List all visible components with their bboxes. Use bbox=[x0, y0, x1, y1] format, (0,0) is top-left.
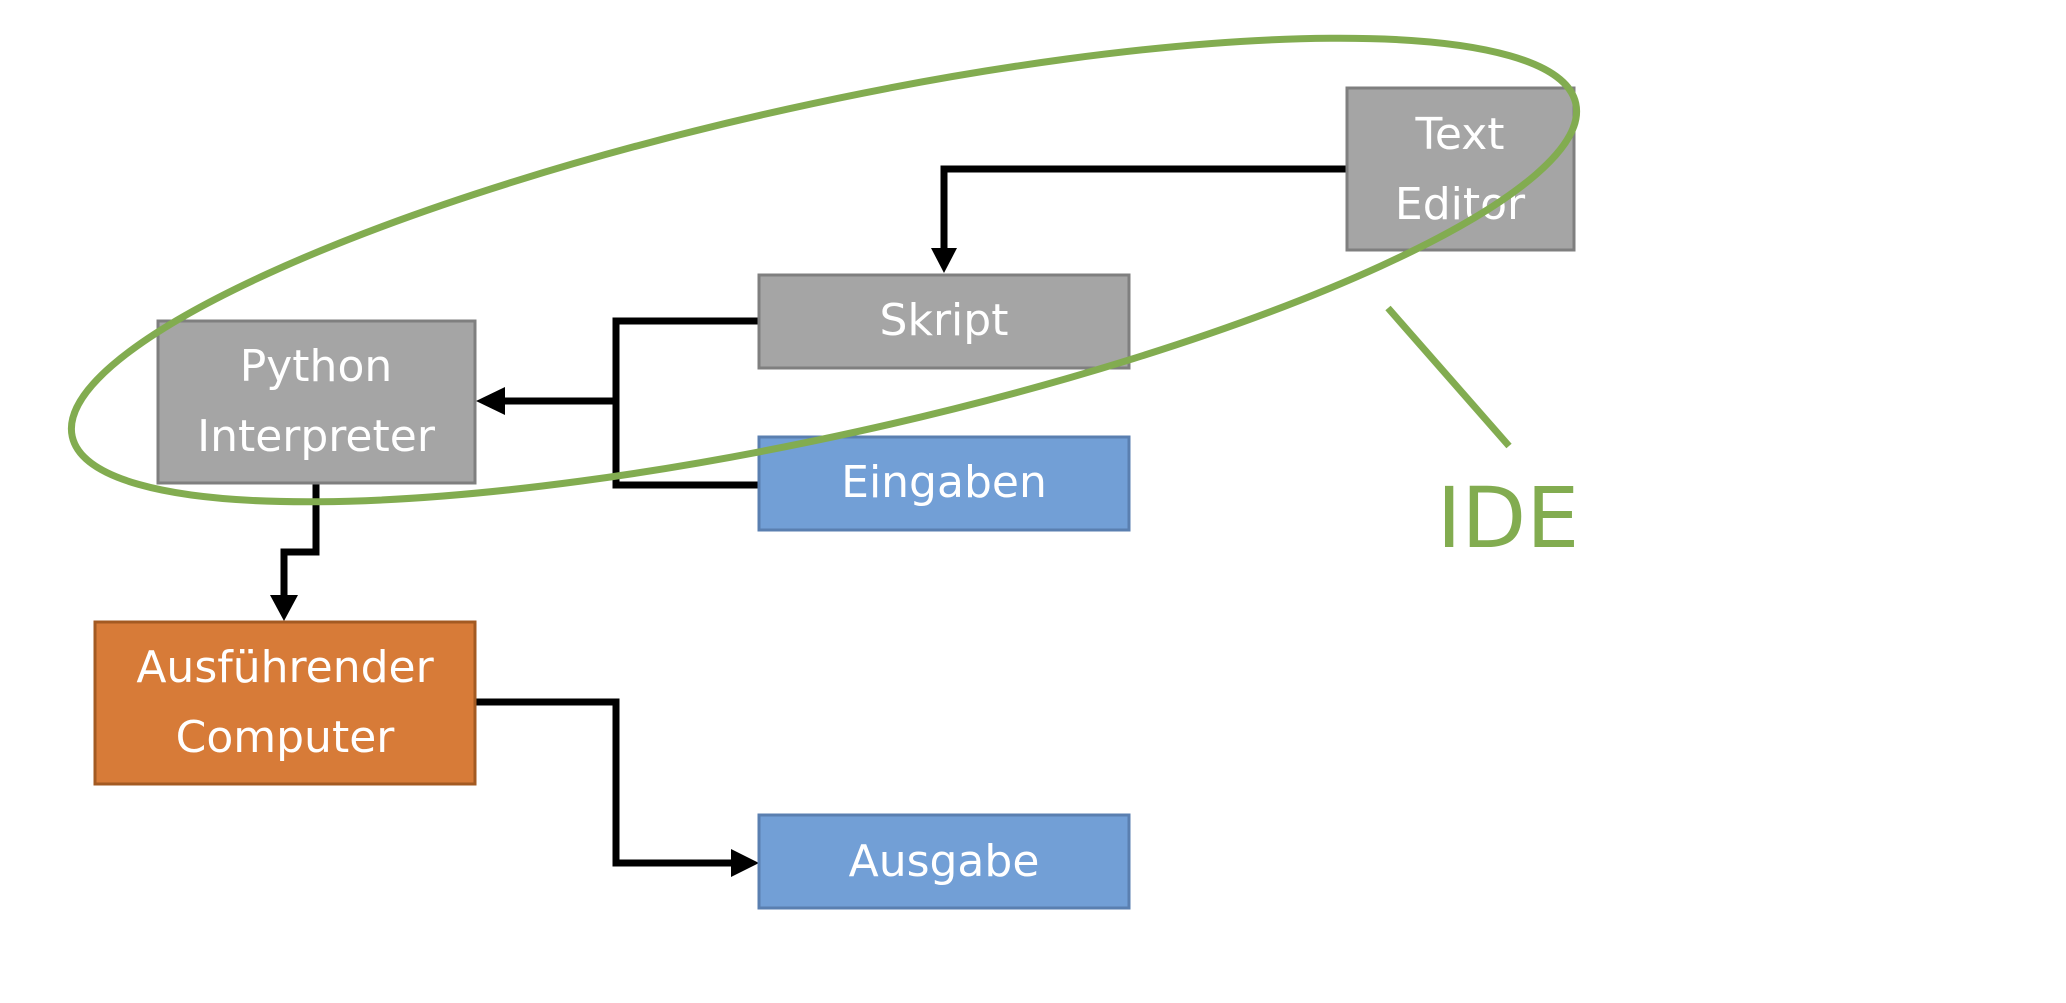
arrowhead-to-ausgabe bbox=[731, 849, 759, 877]
arrow-text-editor-to-skript bbox=[940, 165, 1347, 253]
arrow-computer-to-ausgabe bbox=[475, 698, 735, 867]
ide-ellipse bbox=[67, 34, 1581, 506]
eingaben-box bbox=[757, 435, 1131, 532]
skript-box bbox=[757, 273, 1131, 370]
arrow-python-interpreter-to-computer bbox=[280, 484, 320, 600]
eingaben-label: Eingaben bbox=[841, 457, 1047, 508]
node-text-editor[interactable]: Text Editor bbox=[1345, 86, 1576, 252]
python-interpreter-box bbox=[156, 319, 477, 485]
node-eingaben[interactable]: Eingaben bbox=[757, 435, 1131, 532]
text-editor-label-line2: Editor bbox=[1395, 179, 1526, 230]
ide-label: IDE bbox=[1437, 469, 1580, 567]
python-interpreter-label-line1: Python bbox=[240, 341, 393, 392]
arrowhead-to-python-interpreter bbox=[476, 387, 505, 415]
ausfuehrender-computer-label-line1: Ausführender bbox=[136, 642, 434, 693]
ide-callout-line bbox=[1385, 305, 1512, 449]
node-ausfuehrender-computer[interactable]: Ausführender Computer bbox=[93, 620, 477, 786]
ausgabe-label: Ausgabe bbox=[849, 836, 1040, 887]
connector-group bbox=[270, 165, 1347, 877]
ausfuehrender-computer-label-line2: Computer bbox=[176, 712, 396, 763]
skript-label: Skript bbox=[880, 295, 1009, 346]
ausgabe-box bbox=[757, 813, 1131, 910]
python-interpreter-label-line2: Interpreter bbox=[197, 411, 436, 462]
ide-group: IDE bbox=[67, 34, 1581, 567]
text-editor-label-line1: Text bbox=[1415, 109, 1505, 160]
node-ausgabe[interactable]: Ausgabe bbox=[757, 813, 1131, 910]
node-python-interpreter[interactable]: Python Interpreter bbox=[156, 319, 477, 485]
node-skript[interactable]: Skript bbox=[757, 273, 1131, 370]
arrowhead-text-editor-to-skript bbox=[931, 248, 957, 273]
ausfuehrender-computer-box bbox=[93, 620, 477, 786]
arrowhead-to-computer bbox=[270, 595, 298, 621]
line-skript-to-junction bbox=[612, 317, 759, 489]
